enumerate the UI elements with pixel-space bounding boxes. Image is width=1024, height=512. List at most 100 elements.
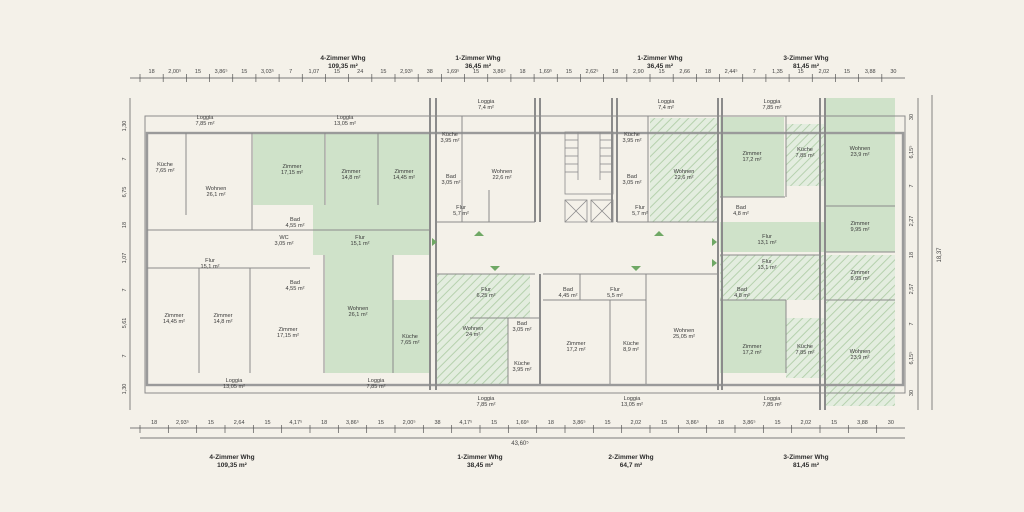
wohnen-fill-left: [325, 255, 393, 373]
dimension-top: 15: [241, 69, 248, 75]
right-bottom-hatch: [720, 255, 895, 300]
dimension-top: 15: [658, 69, 665, 75]
dimension-top: 18: [612, 69, 619, 75]
total-height-label: 18,37: [937, 247, 943, 263]
dimension-left: 7: [122, 288, 128, 292]
wohnen-hatch-top: [650, 118, 718, 222]
dimension-right: 30: [909, 114, 915, 121]
room-area: 17,15 m²: [280, 170, 304, 176]
room-area: 3,05 m²: [622, 180, 642, 186]
dimension-top: 15: [194, 69, 202, 75]
room-area: 7,85 m²: [795, 153, 815, 159]
zimmer-fill: [253, 133, 325, 205]
dimension-left: 7: [122, 354, 128, 358]
room-area: 5,7 m²: [632, 211, 648, 217]
room-area: 25,05 m²: [672, 334, 696, 340]
dimension-bottom: 3,86⁵: [742, 420, 756, 426]
room-area: 14,45 m²: [392, 175, 416, 181]
room-name: Zimmer: [742, 343, 762, 350]
room-name: Küche: [624, 131, 640, 138]
dimension-ticks: [139, 74, 883, 433]
dimension-top: 15: [565, 69, 572, 75]
dimension-top: 18: [704, 69, 712, 75]
dimension-left: 7: [122, 157, 128, 161]
dimension-top: 3,03⁵: [261, 69, 274, 75]
dimension-bottom: 2,02: [630, 420, 642, 426]
dimension-bottom: 18: [717, 420, 724, 426]
room-area: 8,9 m²: [623, 347, 639, 353]
dimension-lines: [129, 77, 933, 439]
dimension-top: 1,07: [308, 69, 320, 75]
room-area: 3,05 m²: [512, 327, 532, 333]
room-name: Flur: [355, 234, 365, 241]
stair-core: [564, 131, 614, 223]
dimension-bottom: 4,17⁵: [289, 420, 303, 426]
dimension-right: 30: [909, 389, 915, 396]
room-name: Wohnen: [462, 325, 484, 332]
dimension-right: 7: [909, 322, 915, 326]
room-area: 7,65 m²: [155, 168, 175, 174]
room-area: 4,45 m²: [558, 293, 578, 299]
room-name: Flur: [635, 204, 645, 211]
room-name: Küche: [797, 146, 813, 153]
room-name: Zimmer: [742, 150, 762, 157]
dimension-top: 15: [380, 69, 387, 75]
dimension-bottom: 2,64: [233, 420, 245, 426]
room-area: 14,45 m²: [162, 319, 186, 325]
room-name: Küche: [623, 340, 639, 347]
dimension-bottom: 15: [264, 420, 271, 426]
dimension-right: 2,57: [909, 284, 915, 295]
room-name: Loggia: [763, 98, 781, 105]
room-area: 4,55 m²: [285, 223, 305, 229]
walls: [144, 98, 906, 410]
room-area: 4,8 m²: [733, 211, 749, 217]
flur-hatch-bottom: [470, 274, 530, 318]
dimension-left: 5,61: [122, 317, 128, 329]
kueche-hatch-top: [786, 124, 824, 186]
dimension-top: 7: [752, 69, 756, 75]
room-name: Loggia: [196, 114, 214, 121]
room-name: Zimmer: [850, 220, 870, 227]
room-area: 13,05 m²: [620, 402, 644, 408]
room-name: Wohnen: [849, 145, 871, 152]
dimension-right: 7: [909, 184, 915, 188]
dimension-bottom: 3,86⁵: [346, 420, 359, 426]
room-area: 14,8 m²: [341, 175, 361, 181]
dimension-bottom: 18: [547, 420, 554, 426]
room-area: 7,4 m²: [658, 105, 674, 111]
room-area: 26,1 m²: [206, 192, 226, 198]
room-area: 7,65 m²: [400, 340, 420, 346]
dimension-bottom: 2,00⁵: [402, 420, 416, 426]
dimension-top: 15: [843, 69, 851, 75]
kueche-fill-left: [393, 300, 431, 373]
dimension-top: 38: [426, 69, 433, 75]
room-area: 13,1 m²: [757, 240, 777, 246]
room-name: Bad: [736, 204, 746, 211]
